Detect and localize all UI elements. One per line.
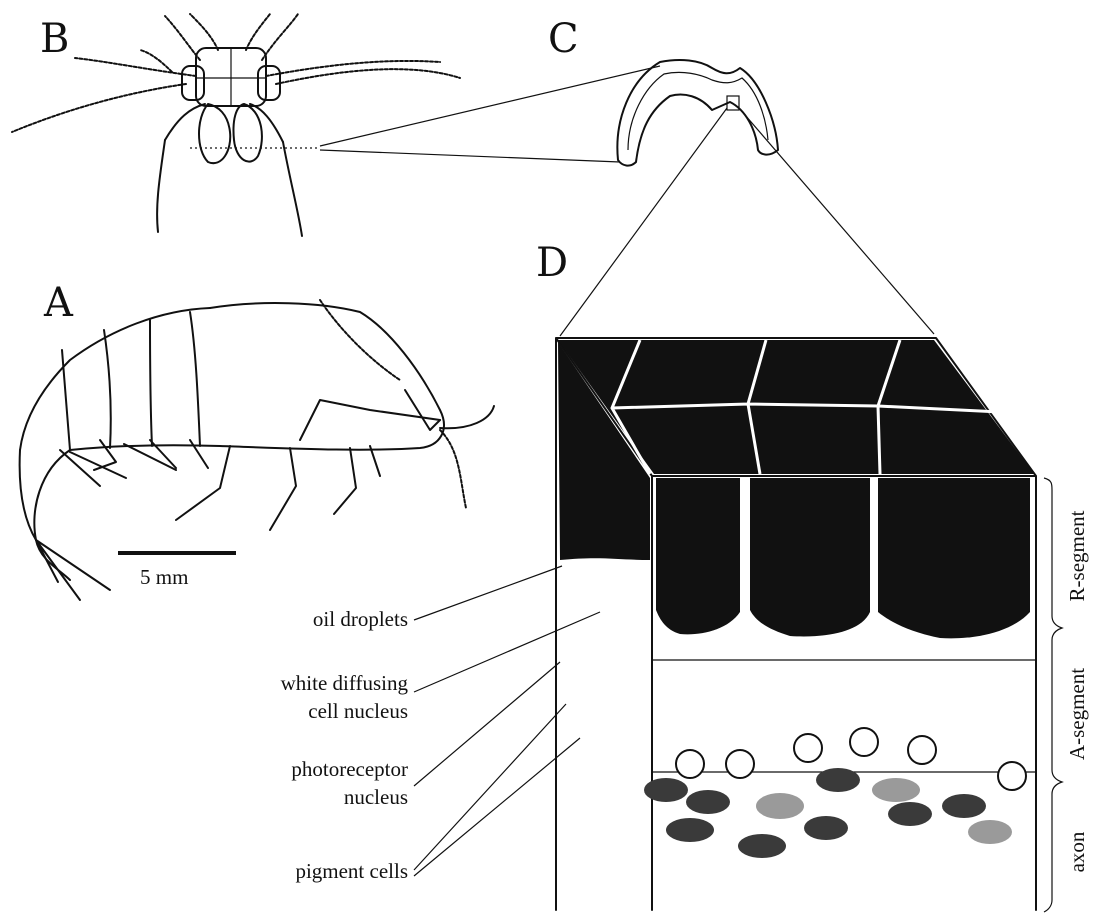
label-pigment-cells: pigment cells [295, 859, 408, 883]
label-white-diffusing-line2: cell nucleus [308, 699, 408, 723]
panel-b-letter: B [40, 16, 69, 62]
scale-bar-label: 5 mm [140, 565, 188, 589]
bracket-r-segment [1044, 478, 1062, 640]
leader-photoreceptor [414, 662, 560, 786]
pigment-cell [666, 818, 714, 842]
pigment-cell [816, 768, 860, 792]
pigment-cell [756, 793, 804, 819]
pigment-cell [644, 778, 688, 802]
bracket-axon [1044, 794, 1052, 912]
label-photoreceptor-line2: nucleus [344, 785, 408, 809]
panel-b-head-drawing [12, 14, 460, 236]
pigment-cell [804, 816, 848, 840]
panel-c-eye-section [617, 60, 778, 166]
panel-d-ommatidia-block [556, 338, 1036, 910]
leader-white-diffusing [414, 612, 600, 692]
label-white-diffusing-line1: white diffusing [281, 671, 409, 695]
photoreceptor-nucleus [794, 734, 822, 762]
pigment-cell [872, 778, 920, 802]
label-oil-droplets: oil droplets [313, 607, 408, 631]
bracket-a-segment [1052, 640, 1062, 794]
connector-b-c-upper [320, 66, 660, 146]
leader-pigment-cells-upper [414, 704, 566, 870]
pigment-cells-group [644, 768, 1012, 858]
pigment-cell [686, 790, 730, 814]
photoreceptor-nucleus [908, 736, 936, 764]
panel-d-letter: D [536, 240, 568, 286]
label-a-segment: A-segment [1065, 668, 1089, 760]
connector-b-c-lower [320, 150, 620, 162]
label-r-segment: R-segment [1065, 510, 1089, 601]
pigment-cell [942, 794, 986, 818]
panel-c-letter: C [548, 16, 579, 62]
photoreceptor-nucleus [850, 728, 878, 756]
panel-a-letter: A [43, 280, 74, 326]
pigment-cell [738, 834, 786, 858]
pigment-cell [968, 820, 1012, 844]
connector-c-d-right [739, 108, 934, 334]
panel-a-shrimp-drawing [20, 300, 494, 600]
pigment-cell [888, 802, 932, 826]
label-axon: axon [1065, 831, 1089, 872]
connector-c-d-left [560, 108, 727, 336]
leader-oil-droplets [414, 566, 562, 620]
label-photoreceptor-line1: photoreceptor [291, 757, 408, 781]
photoreceptor-nucleus [998, 762, 1026, 790]
photoreceptor-nucleus [676, 750, 704, 778]
photoreceptor-nucleus [726, 750, 754, 778]
